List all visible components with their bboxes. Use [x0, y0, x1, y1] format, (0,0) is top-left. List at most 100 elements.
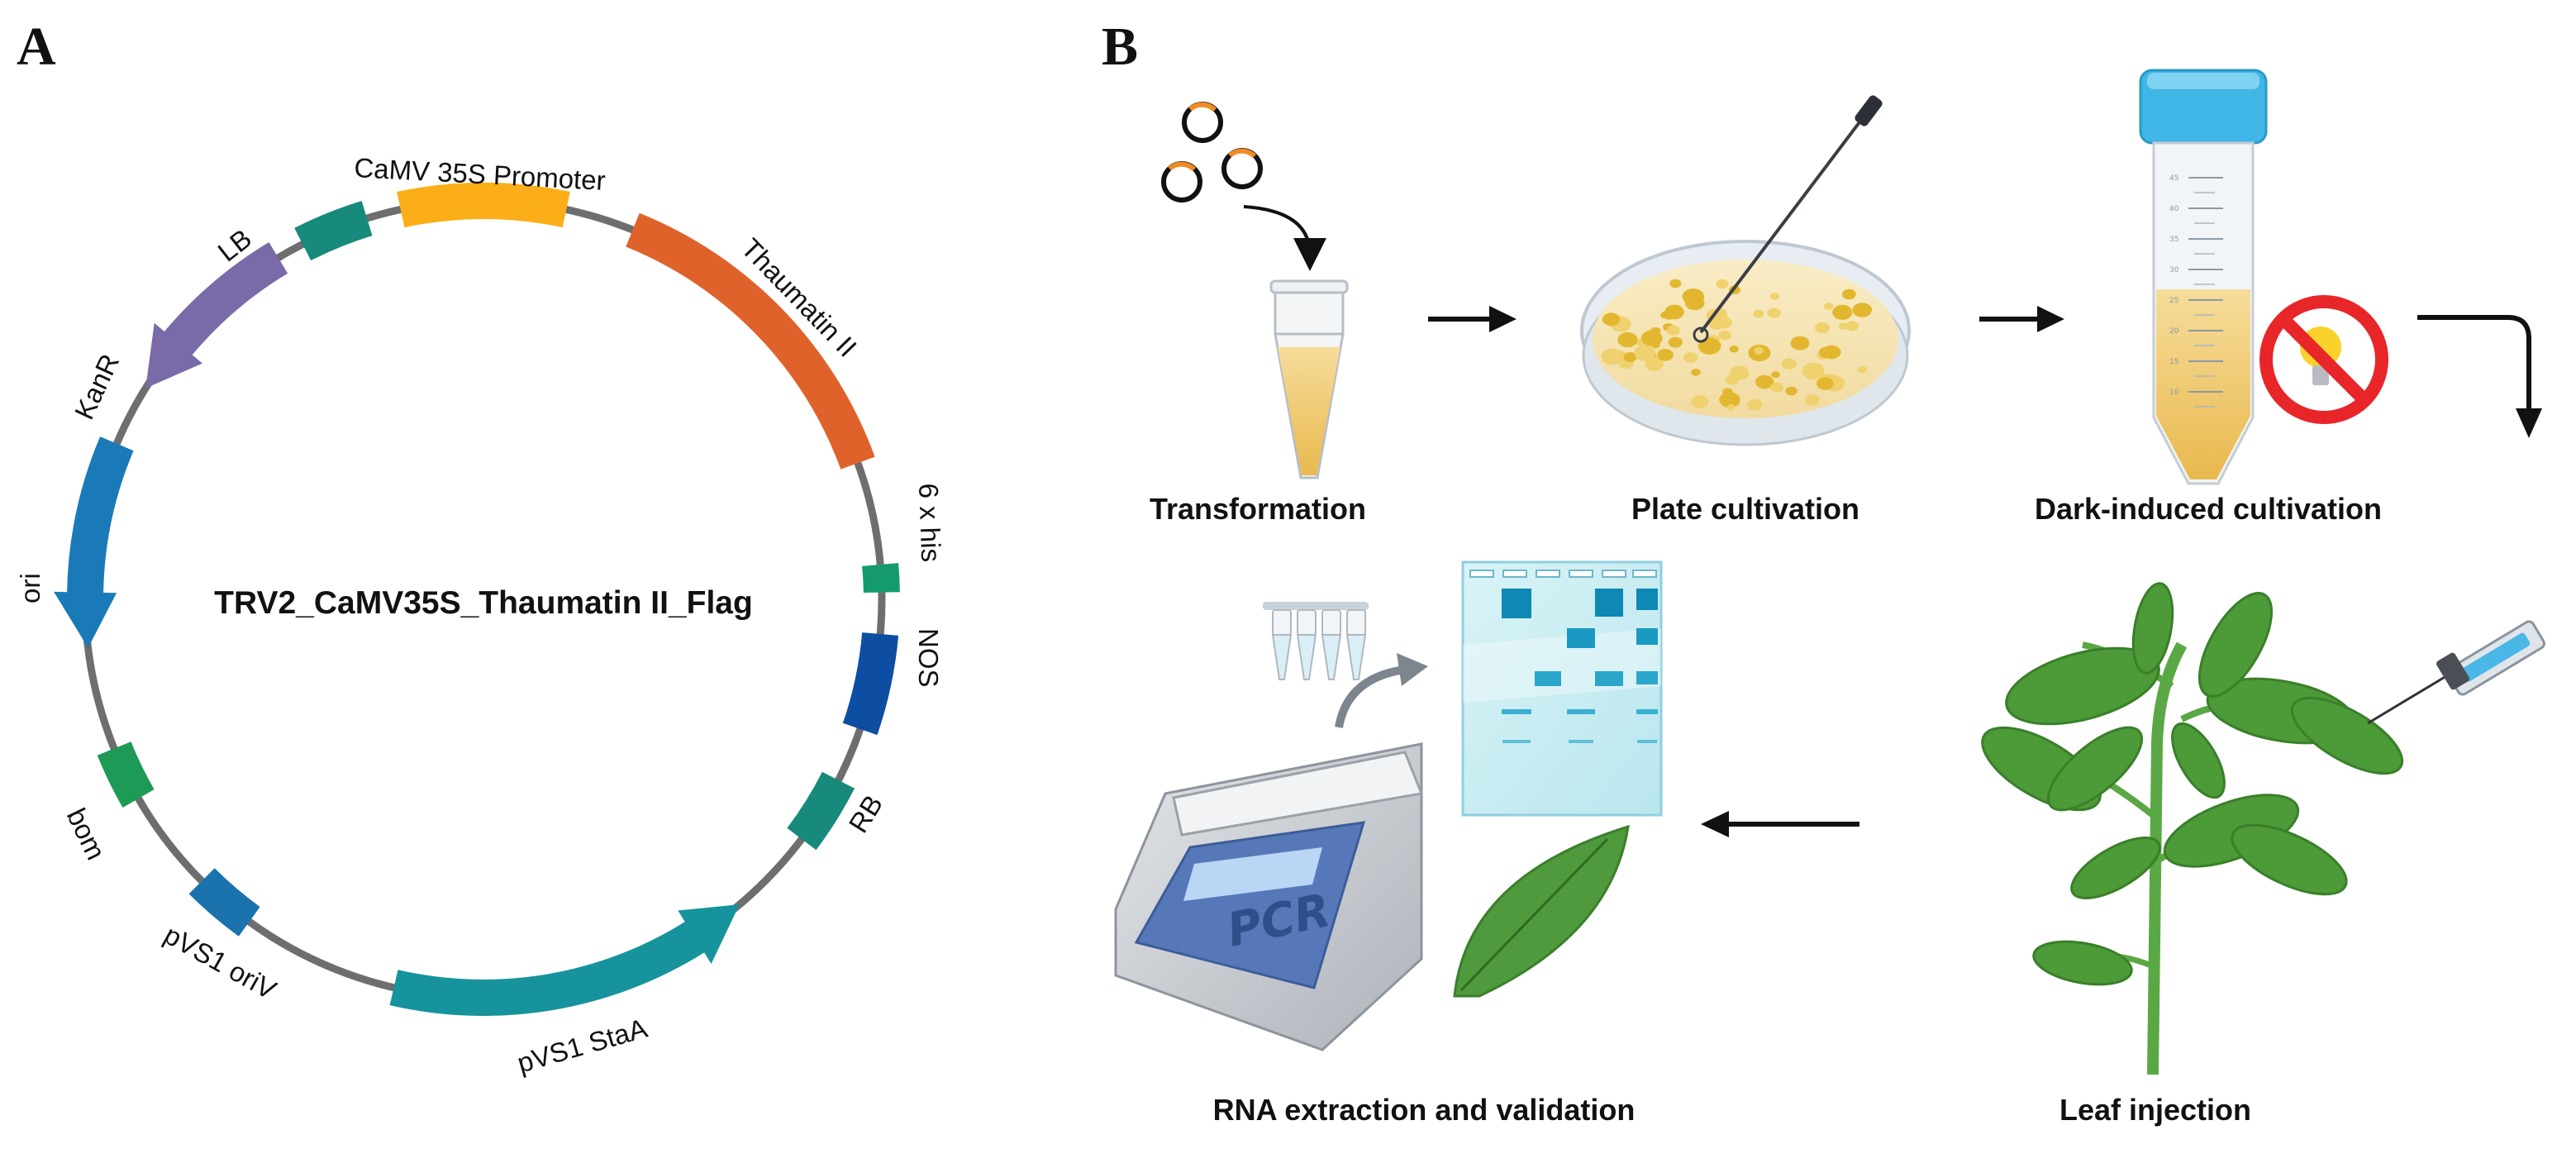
- feature-nos: [842, 632, 899, 736]
- pcr-tube-tip: [1321, 634, 1342, 680]
- feature-rb: [787, 771, 855, 851]
- colony: [1842, 288, 1856, 300]
- colony: [1747, 398, 1763, 411]
- syringe-icon: [2367, 620, 2545, 725]
- colony: [1832, 304, 1853, 320]
- pcr-tube-tip: [1296, 634, 1317, 680]
- leaf: [2046, 726, 2144, 812]
- label-nos: NOS: [913, 628, 944, 688]
- colony: [1697, 337, 1721, 355]
- microtube-icon: [1269, 279, 1349, 479]
- feature-oriv: [188, 868, 260, 937]
- flow-arrow: [1701, 811, 1859, 837]
- flow-arrow: [1428, 306, 1517, 332]
- gel-well: [1632, 570, 1657, 578]
- leaf: [2032, 940, 2133, 986]
- panel-a-letter: A: [17, 17, 56, 77]
- colony: [1771, 371, 1780, 379]
- colony: [1769, 293, 1780, 300]
- colony: [1668, 336, 1683, 348]
- panel-b-letter: B: [1102, 17, 1138, 77]
- colony: [1716, 279, 1729, 289]
- colony: [1623, 352, 1637, 362]
- gel-well: [1469, 570, 1494, 578]
- colony: [1601, 348, 1623, 365]
- feature-stata: [389, 904, 740, 1017]
- gel-well: [1502, 570, 1527, 578]
- label-6xhis: 6 x his: [913, 483, 946, 563]
- feature-lb: [294, 201, 373, 261]
- tube-tick-label: 30: [2169, 266, 2179, 274]
- colony: [1781, 358, 1797, 370]
- gel-band: [1502, 589, 1531, 618]
- pcr-tube: [1297, 609, 1317, 636]
- colony: [1722, 388, 1733, 396]
- petri-dish-illustration: [1580, 95, 1911, 446]
- colony: [1683, 352, 1698, 363]
- gel-band: [1595, 589, 1623, 617]
- colony: [1645, 357, 1664, 371]
- colony: [1857, 365, 1867, 374]
- tube-tick-label: 25: [2169, 297, 2178, 305]
- tube-tick-label: 10: [2169, 389, 2179, 397]
- gel-well: [1569, 570, 1593, 578]
- colony: [1785, 386, 1797, 396]
- leaf: [2231, 823, 2348, 896]
- colony: [1602, 312, 1621, 327]
- colony: [1845, 321, 1859, 331]
- pcr-tube: [1272, 609, 1292, 636]
- tube-tick-label: 45: [2169, 174, 2178, 183]
- tomato-plant-illustration: [1981, 582, 2404, 1075]
- colony: [1691, 369, 1701, 376]
- label-bom: bom: [61, 803, 112, 865]
- panel-b: B Transformation: [1102, 17, 2545, 1127]
- gel-well: [1602, 570, 1626, 578]
- gel-band: [1535, 671, 1561, 686]
- label-pvs1-stata: pVS1 StaA: [514, 1013, 650, 1079]
- curved-arrow: [1243, 205, 1326, 271]
- gel-band: [1636, 709, 1658, 714]
- colony: [1684, 295, 1705, 311]
- colony: [1838, 322, 1848, 330]
- colony: [1640, 330, 1663, 346]
- pcr-tubes-icon: [1263, 602, 1369, 680]
- pcr-tube-tip: [1345, 634, 1367, 680]
- tube-tick-label: 40: [2169, 205, 2179, 213]
- colony: [1660, 311, 1670, 319]
- step-rna-extraction: RNA extraction and validation: [1213, 1093, 1636, 1127]
- bent-arrow: [2417, 315, 2542, 438]
- step-transformation: Transformation: [1150, 492, 1366, 526]
- flow-arrow: [1979, 306, 2064, 332]
- gel-band: [1595, 671, 1623, 686]
- colony: [1817, 377, 1834, 390]
- colony: [1852, 303, 1872, 317]
- pcr-machine: PCR: [1114, 742, 1424, 1051]
- leaf: [2197, 592, 2274, 698]
- plasmid-icon: [1221, 148, 1263, 189]
- gel-band: [1569, 740, 1593, 743]
- colony: [1767, 308, 1781, 318]
- plant-leaves: [1981, 582, 2404, 986]
- colony: [1824, 303, 1834, 310]
- detached-leaf-icon: [1453, 824, 1630, 998]
- gel-band: [1636, 628, 1658, 645]
- colony: [1726, 403, 1736, 411]
- feature-sixhis: [862, 563, 900, 593]
- colony: [1790, 336, 1810, 350]
- colony: [1634, 345, 1656, 362]
- label-kanr: KanR: [69, 349, 125, 423]
- panel-a: A TRV2_CaMV35S_Thaumatin II_Flag CaMV 35…: [15, 17, 946, 1079]
- transformation-illustration: [1161, 102, 1349, 479]
- colony: [1815, 322, 1831, 334]
- curved-arrow: [1335, 665, 1406, 728]
- gel-band: [1567, 628, 1595, 648]
- pcr-tube-tip: [1271, 634, 1293, 680]
- colony: [1718, 330, 1732, 341]
- colony: [1657, 349, 1674, 361]
- tube-tick-label: 15: [2169, 358, 2178, 366]
- leaf: [2171, 722, 2226, 799]
- colony: [1818, 346, 1835, 359]
- leaf: [2131, 582, 2174, 675]
